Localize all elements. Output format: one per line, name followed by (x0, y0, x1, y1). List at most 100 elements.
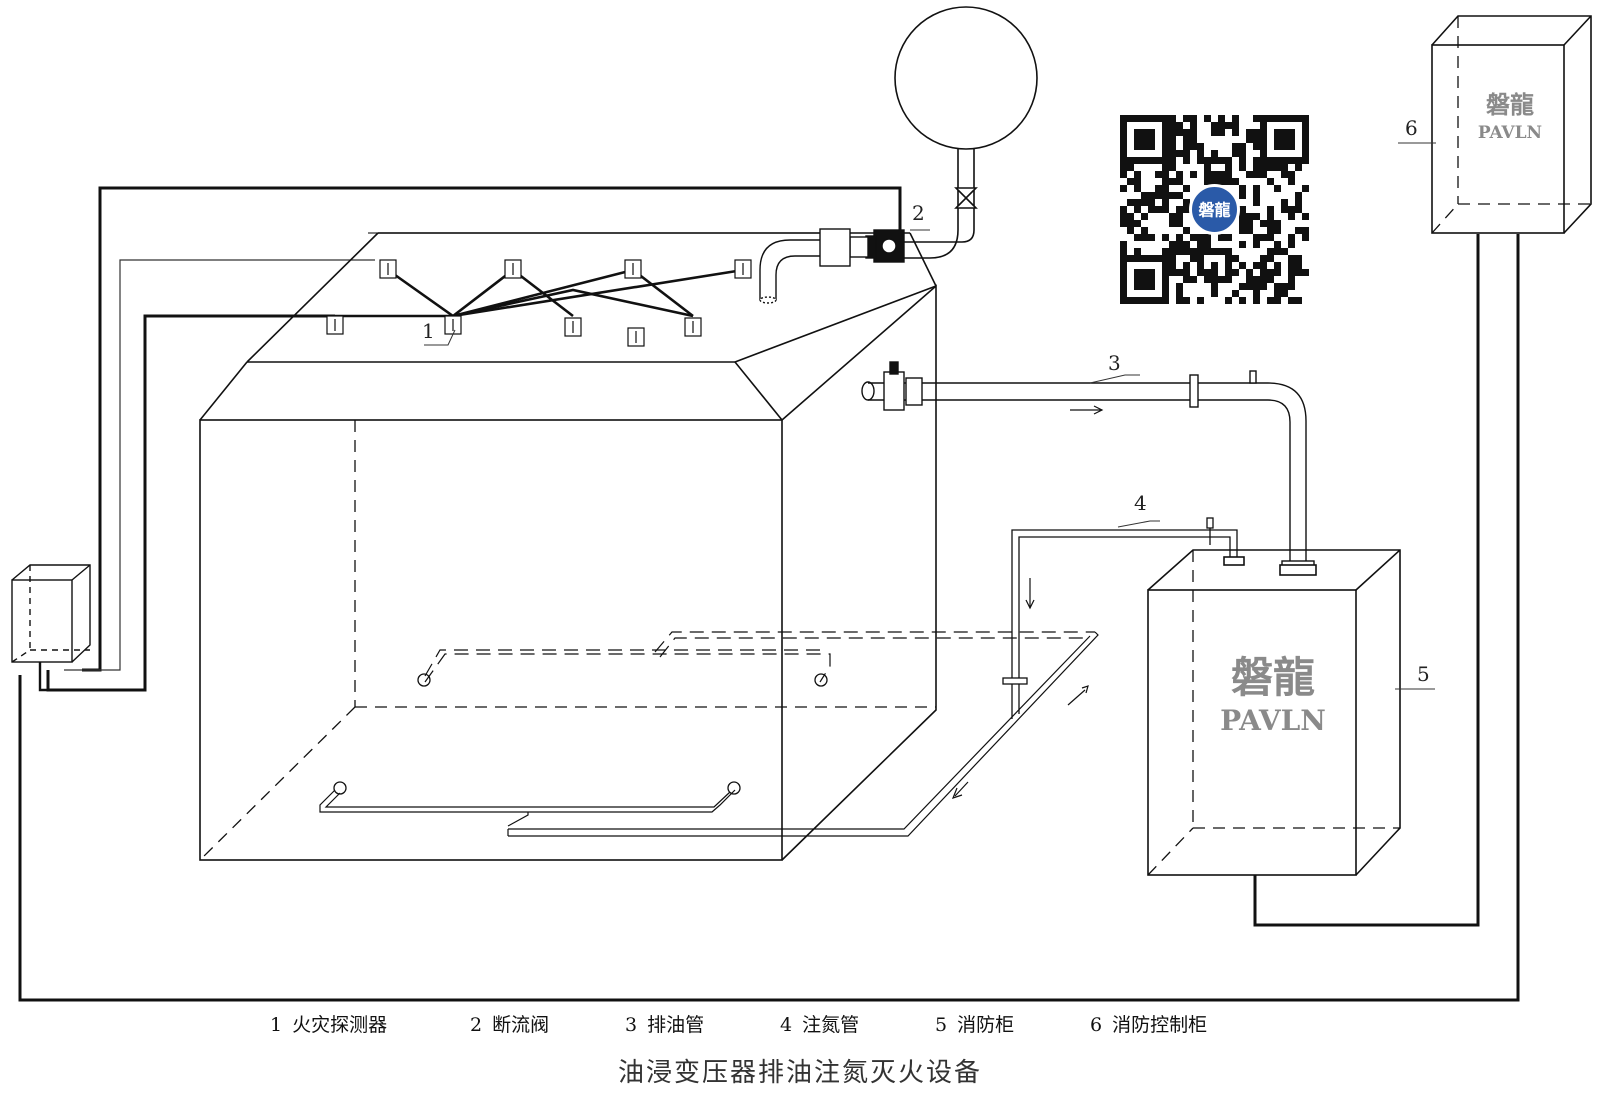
qr-module (1120, 248, 1127, 255)
qr-module (1288, 269, 1295, 276)
qr-module (1204, 269, 1211, 276)
transformer (199, 232, 937, 861)
qr-module (1267, 297, 1274, 304)
qr-module (1176, 129, 1183, 136)
qr-module (1211, 129, 1218, 136)
qr-module (1246, 213, 1253, 220)
qr-module (1169, 192, 1176, 199)
qr-module (1274, 185, 1281, 192)
qr-module (1134, 206, 1141, 213)
qr-module (1288, 283, 1295, 290)
qr-module (1211, 248, 1218, 255)
qr-module (1218, 122, 1225, 129)
fire-control-cabinet (1431, 15, 1592, 234)
qr-module (1162, 171, 1169, 178)
qr-module (1176, 171, 1183, 178)
qr-module (1232, 255, 1239, 262)
qr-module (1246, 171, 1253, 178)
qr-module (1232, 115, 1239, 122)
qr-module (1169, 220, 1176, 227)
qr-module (1253, 297, 1260, 304)
brand-logo-small: 磐龍 PAVLN (1478, 90, 1542, 143)
qr-module (1225, 171, 1232, 178)
fire-cabinet-hidden-edges (1147, 550, 1400, 876)
qr-module (1253, 164, 1260, 171)
qr-module (1295, 255, 1302, 262)
qr-module (1225, 262, 1232, 269)
qr-module (1260, 171, 1267, 178)
fire-detector-links (335, 268, 744, 318)
qr-module (1141, 192, 1148, 199)
legend-label: 排油管 (647, 1014, 705, 1036)
qr-module (1274, 241, 1281, 248)
qr-finder (1134, 129, 1155, 150)
qr-module (1253, 136, 1260, 143)
qr-module (1183, 199, 1190, 206)
logo-cn-large: 磐龍 (1231, 653, 1315, 702)
qr-module (1288, 171, 1295, 178)
qr-module (1295, 269, 1302, 276)
nitrogen-tank (880, 6, 1038, 259)
qr-module (1176, 220, 1183, 227)
qr-module (1127, 213, 1134, 220)
qr-module (1253, 213, 1260, 220)
qr-module (1232, 150, 1239, 157)
qr-module (1232, 269, 1239, 276)
qr-module (1281, 283, 1288, 290)
qr-module (1197, 255, 1204, 262)
logo-en-small: PAVLN (1478, 123, 1542, 143)
qr-module (1246, 220, 1253, 227)
callout-4: 4 (1134, 491, 1147, 515)
qr-module (1197, 234, 1204, 241)
qr-module (1253, 129, 1260, 136)
qr-module (1211, 290, 1218, 297)
qr-module (1120, 241, 1127, 248)
nitrogen-supply-pipe (1002, 517, 1243, 719)
qr-module (1204, 115, 1211, 122)
qr-module (1239, 283, 1246, 290)
qr-module (1155, 206, 1162, 213)
qr-module (1183, 157, 1190, 164)
qr-module (1197, 248, 1204, 255)
qr-module (1176, 297, 1183, 304)
qr-module (1295, 206, 1302, 213)
qr-module (1253, 234, 1260, 241)
qr-module (1211, 178, 1218, 185)
qr-logo-badge (1189, 184, 1240, 235)
qr-module (1239, 297, 1246, 304)
qr-module (1197, 157, 1204, 164)
qr-module (1239, 213, 1246, 220)
qr-module (1162, 199, 1169, 206)
qr-module (1253, 115, 1260, 122)
qr-module (1169, 150, 1176, 157)
qr-module (1183, 297, 1190, 304)
qr-module (1204, 248, 1211, 255)
qr-module (1225, 122, 1232, 129)
fire-control-cabinet-hidden (1431, 16, 1591, 234)
qr-module (1169, 129, 1176, 136)
qr-module (1288, 206, 1295, 213)
qr-module (1302, 269, 1309, 276)
qr-module (1246, 276, 1253, 283)
qr-module (1183, 248, 1190, 255)
legend-label: 火灾探测器 (292, 1014, 388, 1036)
qr-module (1288, 276, 1295, 283)
logo-en-large: PAVLN (1220, 704, 1326, 737)
qr-module (1211, 283, 1218, 290)
qr-module (1211, 157, 1218, 164)
qr-module (1190, 129, 1197, 136)
qr-module (1190, 115, 1197, 122)
qr-module (1295, 227, 1302, 234)
qr-module (1218, 171, 1225, 178)
qr-module (1148, 234, 1155, 241)
qr-module (1169, 157, 1176, 164)
qr-module (1169, 178, 1176, 185)
qr-module (1162, 164, 1169, 171)
fire-detector-icon (627, 327, 645, 347)
qr-module (1204, 164, 1211, 171)
qr-module (1176, 150, 1183, 157)
qr-module (1134, 234, 1141, 241)
